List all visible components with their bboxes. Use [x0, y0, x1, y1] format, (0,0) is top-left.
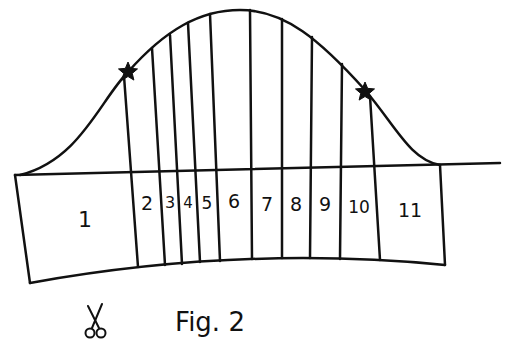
callout-number: 11 — [398, 201, 422, 220]
band-bottom-edge — [30, 258, 445, 283]
callout-number: 5 — [202, 195, 213, 212]
callout-number: 1 — [78, 209, 92, 231]
scissors-symbol — [86, 304, 106, 338]
star-marker — [355, 82, 374, 100]
callout-number: 7 — [261, 195, 273, 214]
callout-number: 2 — [141, 194, 153, 213]
figure-caption: Fig. 2 — [175, 309, 245, 335]
baseline — [15, 163, 500, 175]
callout-number: 9 — [319, 195, 331, 214]
bell-curve — [20, 10, 440, 175]
callout-number: 6 — [228, 192, 240, 211]
band-right-edge — [440, 165, 445, 265]
star-marker — [118, 62, 137, 80]
band-left-edge — [15, 175, 30, 283]
strip-dividers — [124, 10, 380, 267]
callout-number: 8 — [290, 195, 302, 214]
callout-number: 4 — [183, 196, 193, 211]
callout-number: 10 — [348, 199, 370, 216]
callout-number: 3 — [165, 195, 175, 211]
